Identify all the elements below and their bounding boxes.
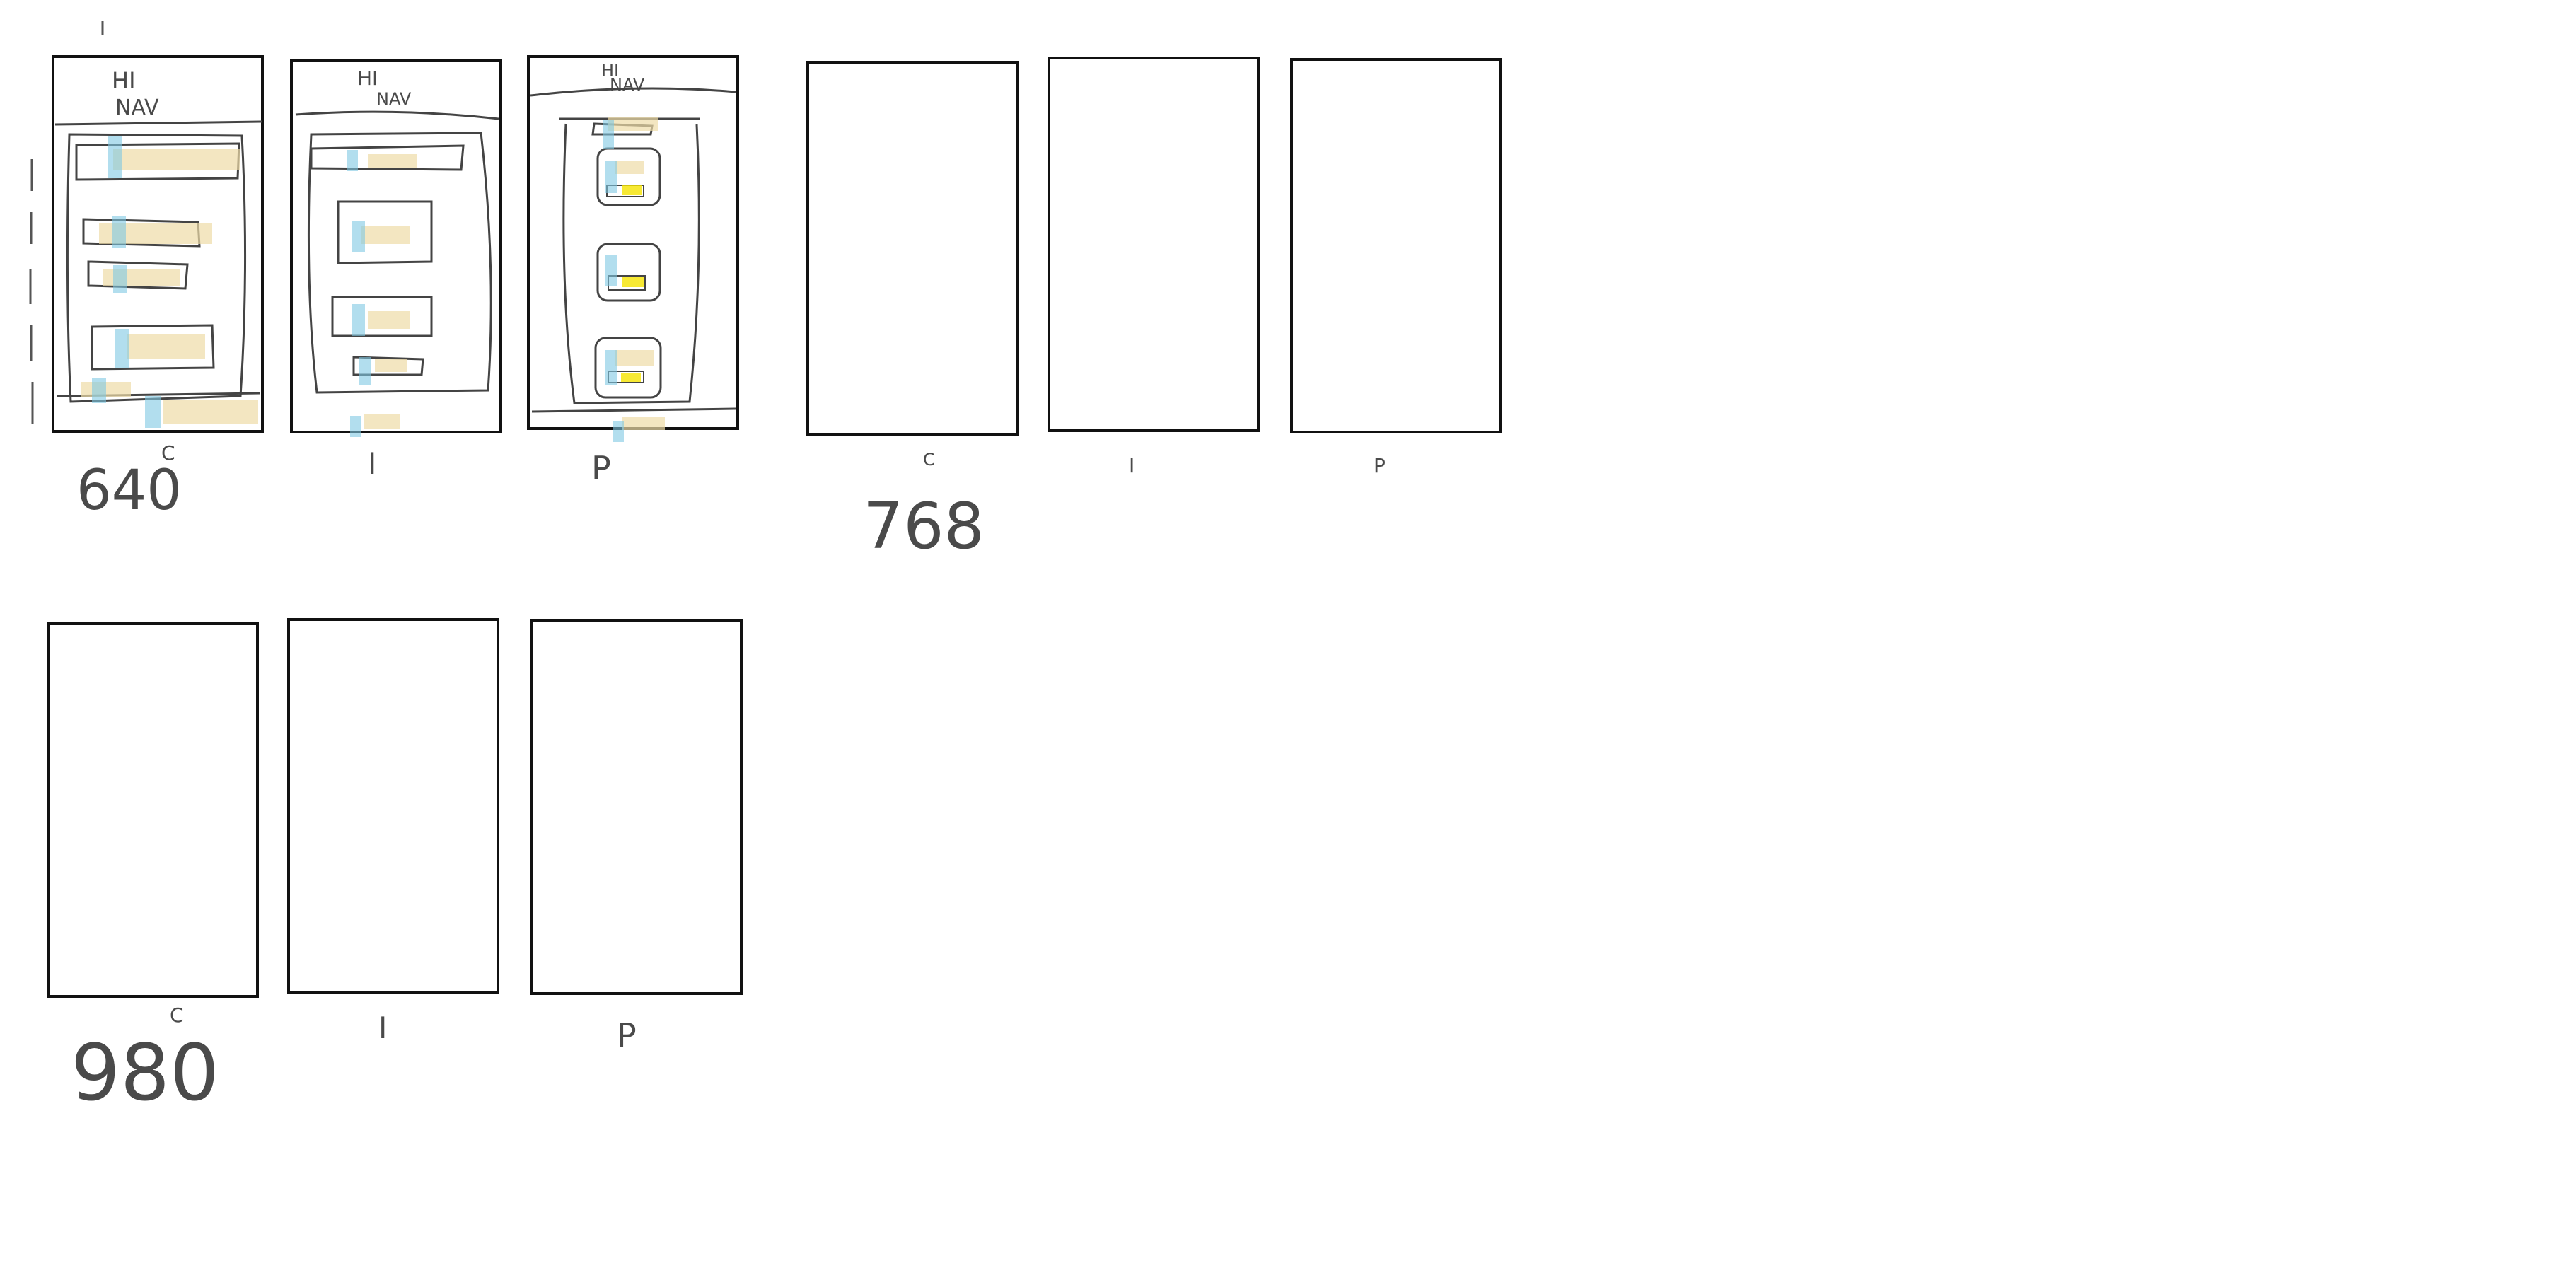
frame-header-line2: NAV [610, 75, 645, 95]
frame-640-p: HI NAV [527, 55, 739, 442]
breakpoint-label: 980 [71, 1028, 219, 1118]
row-640: HI NAV HI [29, 55, 739, 523]
scroll-indicator [29, 159, 34, 424]
frame-label: I [1129, 454, 1135, 477]
frame-label: C [170, 1003, 184, 1027]
frame-640-c: HI NAV [52, 55, 264, 433]
frame-label: I [368, 446, 376, 481]
frame-640-i: HI NAV [290, 59, 502, 437]
frame-label: C [161, 441, 175, 465]
frame-label: P [1374, 454, 1386, 477]
frame-768-i [1048, 57, 1260, 432]
frame-label: P [617, 1016, 637, 1054]
frame-980-c [47, 622, 259, 998]
row-768: C I P 768 [806, 57, 1502, 564]
frame-980-i [287, 618, 499, 994]
frame-header-line1: HI [112, 67, 136, 94]
frame-768-p [1290, 58, 1502, 433]
frame-label: P [591, 449, 611, 487]
frame-header-line1: HI [601, 61, 619, 81]
breakpoint-label: 768 [863, 489, 985, 564]
row-980: C I P 980 [47, 618, 743, 1118]
frame-header-line1: HI [357, 66, 378, 90]
frame-label: C [923, 450, 935, 470]
frame-header-line2: NAV [376, 89, 412, 109]
frame-768-c [806, 61, 1019, 436]
frame-header-line2: NAV [115, 95, 159, 120]
breakpoint-label: 640 [76, 459, 182, 523]
frame-label: I [378, 1011, 387, 1045]
frame-980-p [530, 619, 743, 995]
